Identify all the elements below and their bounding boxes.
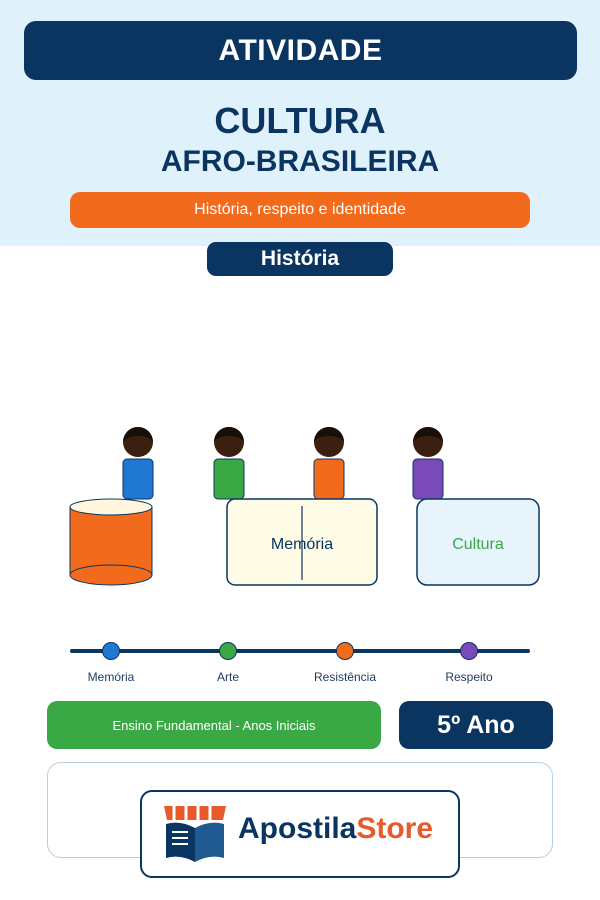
timeline-label: Memória <box>87 670 135 684</box>
card-label: Cultura <box>452 536 504 553</box>
timeline-line <box>70 649 530 653</box>
timeline-label: Arte <box>216 670 240 684</box>
timeline-dot <box>336 642 354 660</box>
timeline-dot <box>460 642 478 660</box>
culture-card <box>416 498 540 586</box>
brand-name: ApostilaStore <box>238 812 433 846</box>
subject-badge: História <box>207 242 393 276</box>
timeline-label: Respeito <box>445 670 493 684</box>
brand-name-part2: Store <box>356 812 434 845</box>
education-level-badge: Ensino Fundamental - Anos Iniciais <box>47 701 381 749</box>
subtitle-banner: História, respeito e identidade <box>70 192 530 228</box>
title-line-1: CULTURA <box>214 100 386 141</box>
title-line-2: AFRO-BRASILEIRA <box>160 145 440 178</box>
person-figure-1 <box>122 427 154 500</box>
timeline-dot <box>219 642 237 660</box>
book-label: Memória <box>271 536 333 553</box>
activity-badge: ATIVIDADE <box>24 21 577 80</box>
open-book-icon <box>226 498 378 586</box>
drum-icon <box>69 498 153 586</box>
timeline: Memória Arte Resistência Respeito <box>70 640 530 690</box>
brand-name-part1: Apostila <box>238 812 357 845</box>
book-store-icon <box>164 806 226 862</box>
person-figure-2 <box>213 427 245 500</box>
timeline-dot <box>102 642 120 660</box>
illustration-svg: Memória Cultura <box>69 427 540 586</box>
person-figure-3 <box>313 427 345 500</box>
grade-badge: 5º Ano <box>399 701 553 749</box>
person-figure-4 <box>412 427 444 500</box>
timeline-label: Resistência <box>313 670 377 684</box>
illustration: Memória Cultura <box>0 400 600 610</box>
